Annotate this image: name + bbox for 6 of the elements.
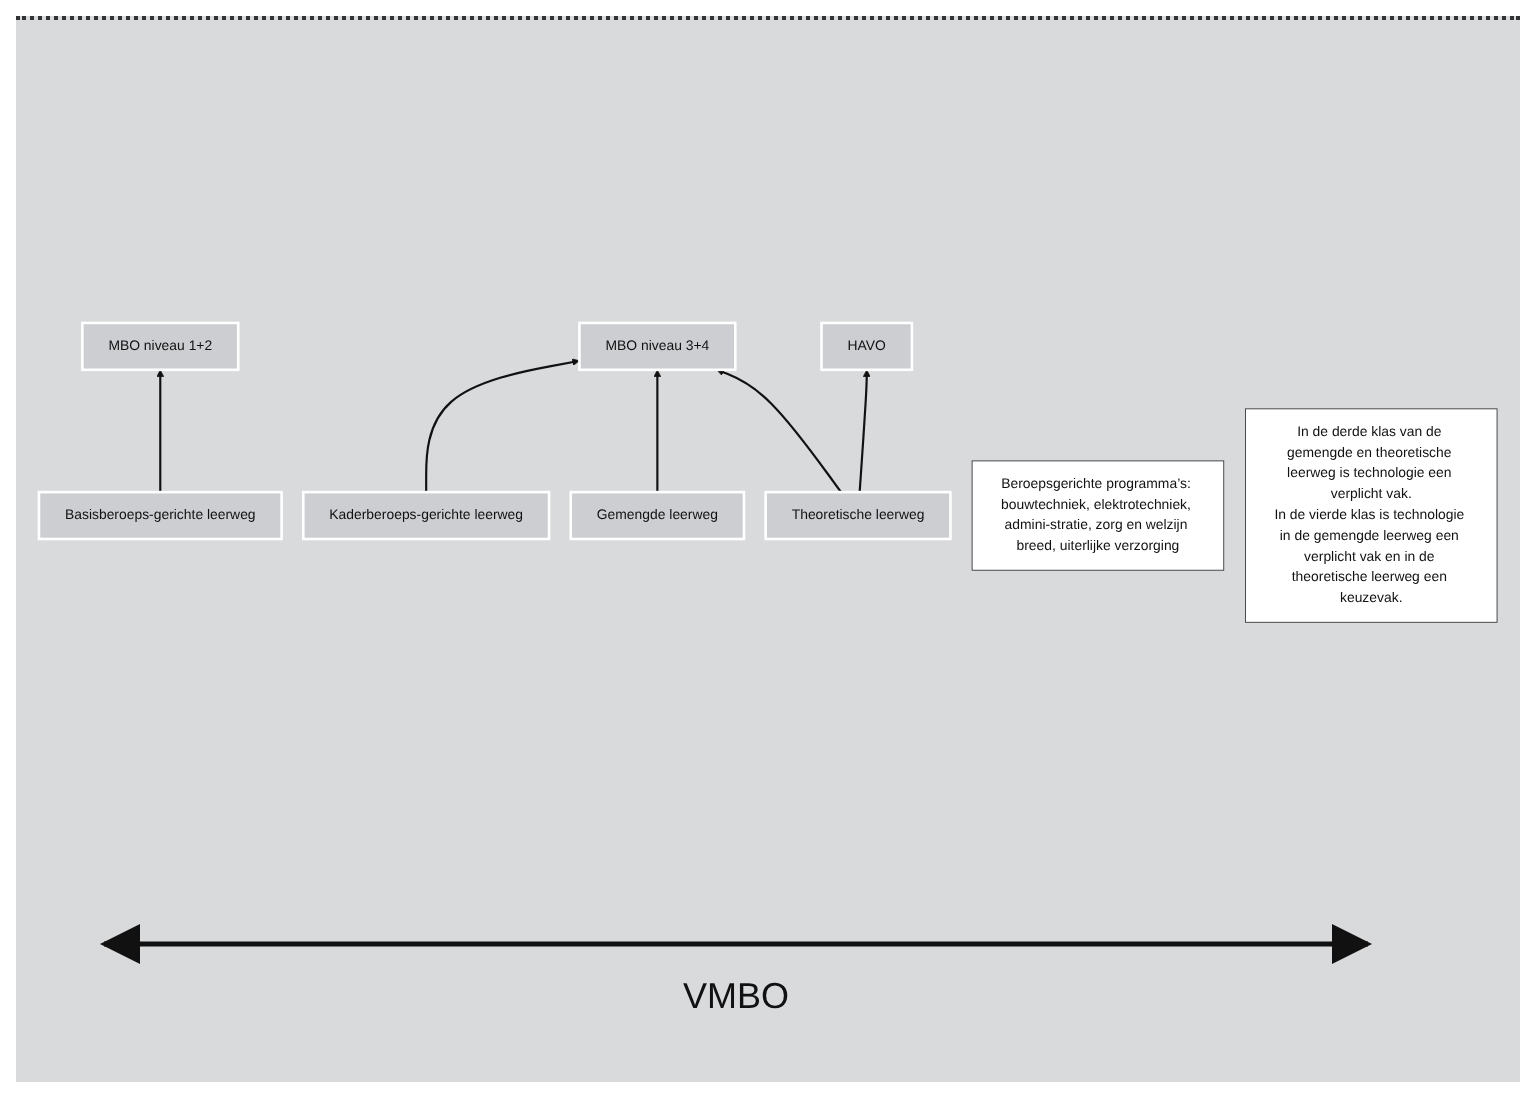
arrow	[156, 368, 165, 492]
arrow	[425, 357, 580, 492]
arrow	[653, 368, 662, 492]
arrow	[716, 368, 842, 493]
range-label: VMBO	[682, 976, 789, 1016]
arrow	[858, 368, 871, 492]
